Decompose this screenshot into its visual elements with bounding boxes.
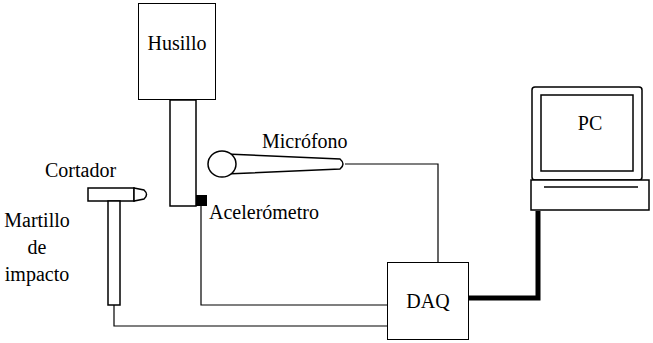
data-cable bbox=[469, 211, 538, 298]
tool-holder bbox=[170, 100, 196, 206]
microphone-body bbox=[226, 154, 343, 174]
hammer-handle bbox=[108, 201, 120, 305]
accelerometer-symbol bbox=[196, 195, 207, 206]
microphone-head bbox=[208, 151, 236, 177]
part-label: Acelerómetro bbox=[209, 201, 319, 223]
node-text: DAQ bbox=[406, 290, 449, 312]
part-label: Micrófono bbox=[262, 130, 348, 152]
part-label: Cortador bbox=[45, 159, 116, 181]
hammer-cable bbox=[114, 305, 387, 326]
computer-node: PC bbox=[530, 86, 650, 211]
computer-outline bbox=[530, 86, 650, 211]
spindle-box: Husillo bbox=[138, 3, 216, 100]
node-text: Husillo bbox=[148, 32, 207, 54]
microphone-cable bbox=[345, 164, 438, 262]
part-label: Martillo de impacto bbox=[0, 207, 74, 288]
hammer-head bbox=[88, 188, 134, 201]
daq-box: DAQ bbox=[387, 262, 469, 340]
node-text: PC bbox=[578, 112, 602, 134]
hammer-tip bbox=[134, 188, 147, 201]
